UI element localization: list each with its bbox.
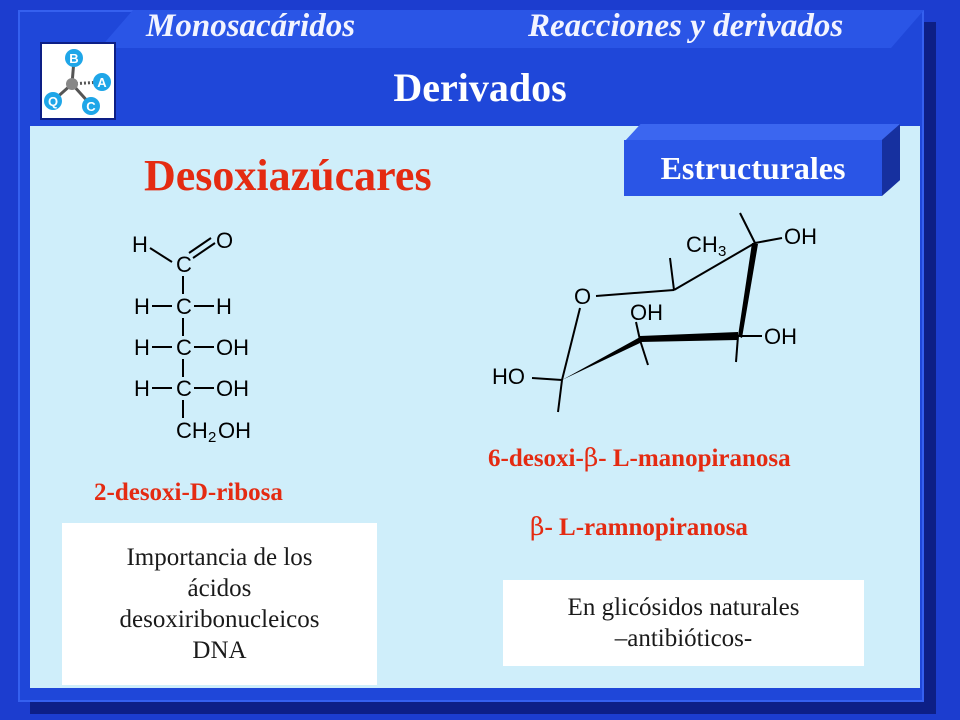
mannose-atom-ch: CH — [686, 232, 718, 257]
ribose-atom-c2: C — [176, 294, 192, 319]
ribose-atom-h2-right: H — [216, 294, 232, 319]
mannose-atom-oh-top: OH — [784, 224, 817, 249]
chair-wedge-left — [562, 337, 640, 380]
mannose-atom-oh-right: OH — [764, 324, 797, 349]
header-right-label: Reacciones y derivados — [528, 8, 844, 44]
badge-front-face — [624, 140, 882, 196]
mannose-name: 6-desoxi-β- L-manopiranosa — [488, 443, 791, 473]
ribose-atom-oh4: OH — [216, 376, 249, 401]
badge-side-face — [882, 124, 900, 196]
logo-letter-c: C — [86, 99, 96, 114]
ribose-atom-oh3: OH — [216, 335, 249, 360]
ribose-atom-subscript: 2 — [208, 429, 216, 446]
ribose-note-line-1: Importancia de los — [126, 543, 313, 571]
page-title: Derivados — [393, 65, 567, 110]
ribose-note-line-4: DNA — [192, 637, 247, 665]
ribose-atom-c1: C — [176, 252, 192, 277]
ribose-atom-c4: C — [176, 376, 192, 401]
chair-bold-bond — [640, 332, 738, 342]
chair-wedge-right — [738, 243, 758, 338]
ribose-atom-o: O — [216, 228, 233, 253]
badge-label: Estructurales — [660, 150, 846, 186]
mannose-name-beta: β — [583, 443, 599, 472]
molecule-logo-svg: B Q A C — [44, 49, 111, 115]
ribose-note-line-2: ácidos — [187, 574, 252, 602]
header-left-label: Monosacáridos — [146, 8, 356, 44]
ribose-atom-h2-left: H — [134, 294, 150, 319]
ribose-atom-c3: C — [176, 335, 192, 360]
molecule-logo-icon: B Q A C — [40, 42, 116, 120]
mannose-name-prefix: 6-desoxi- — [488, 445, 584, 472]
mannose-note-box: En glicósidos naturales –antibióticos- — [503, 580, 864, 666]
mannose-note-line-2: –antibióticos- — [614, 625, 753, 652]
logo-letter-b: B — [69, 51, 78, 66]
logo-letter-a: A — [97, 75, 107, 90]
mannose-atom-ring-o: O — [574, 284, 591, 309]
ribose-atom-oh5: OH — [218, 418, 251, 443]
ribose-note-box: Importancia de los ácidos desoxiribonucl… — [62, 523, 377, 685]
ribose-note: Importancia de los ácidos desoxiribonucl… — [120, 542, 320, 667]
logo-letter-q: Q — [48, 94, 58, 109]
mannose-atom-oh-mid: OH — [630, 300, 663, 325]
ribose-atom-h4-left: H — [134, 376, 150, 401]
mannose-note-line-1: En glicósidos naturales — [567, 593, 800, 621]
ribose-atom-h-top: H — [132, 232, 148, 257]
ribose-name: 2-desoxi-D-ribosa — [94, 479, 283, 506]
mannose-name-suffix: - L-manopiranosa — [598, 445, 791, 472]
mannose-atom-ho: HO — [492, 364, 525, 389]
rhamnose-name-suffix: - L-ramnopiranosa — [544, 514, 748, 541]
header-tab — [100, 10, 924, 48]
mannose-atom-subscript: 3 — [718, 243, 726, 260]
ribose-note-line-3: desoxiribonucleicos — [119, 606, 320, 633]
ribose-atom-h3-left: H — [134, 335, 150, 360]
rhamnose-name: β- L-ramnopiranosa — [530, 512, 748, 542]
ribose-atom-ch2: CH — [176, 418, 208, 443]
section-heading: Desoxiazúcares — [144, 151, 432, 200]
rhamnose-name-beta: β — [530, 512, 545, 541]
mannose-note: En glicósidos naturales –antibióticos- — [568, 592, 800, 655]
badge-top-face — [624, 124, 900, 142]
